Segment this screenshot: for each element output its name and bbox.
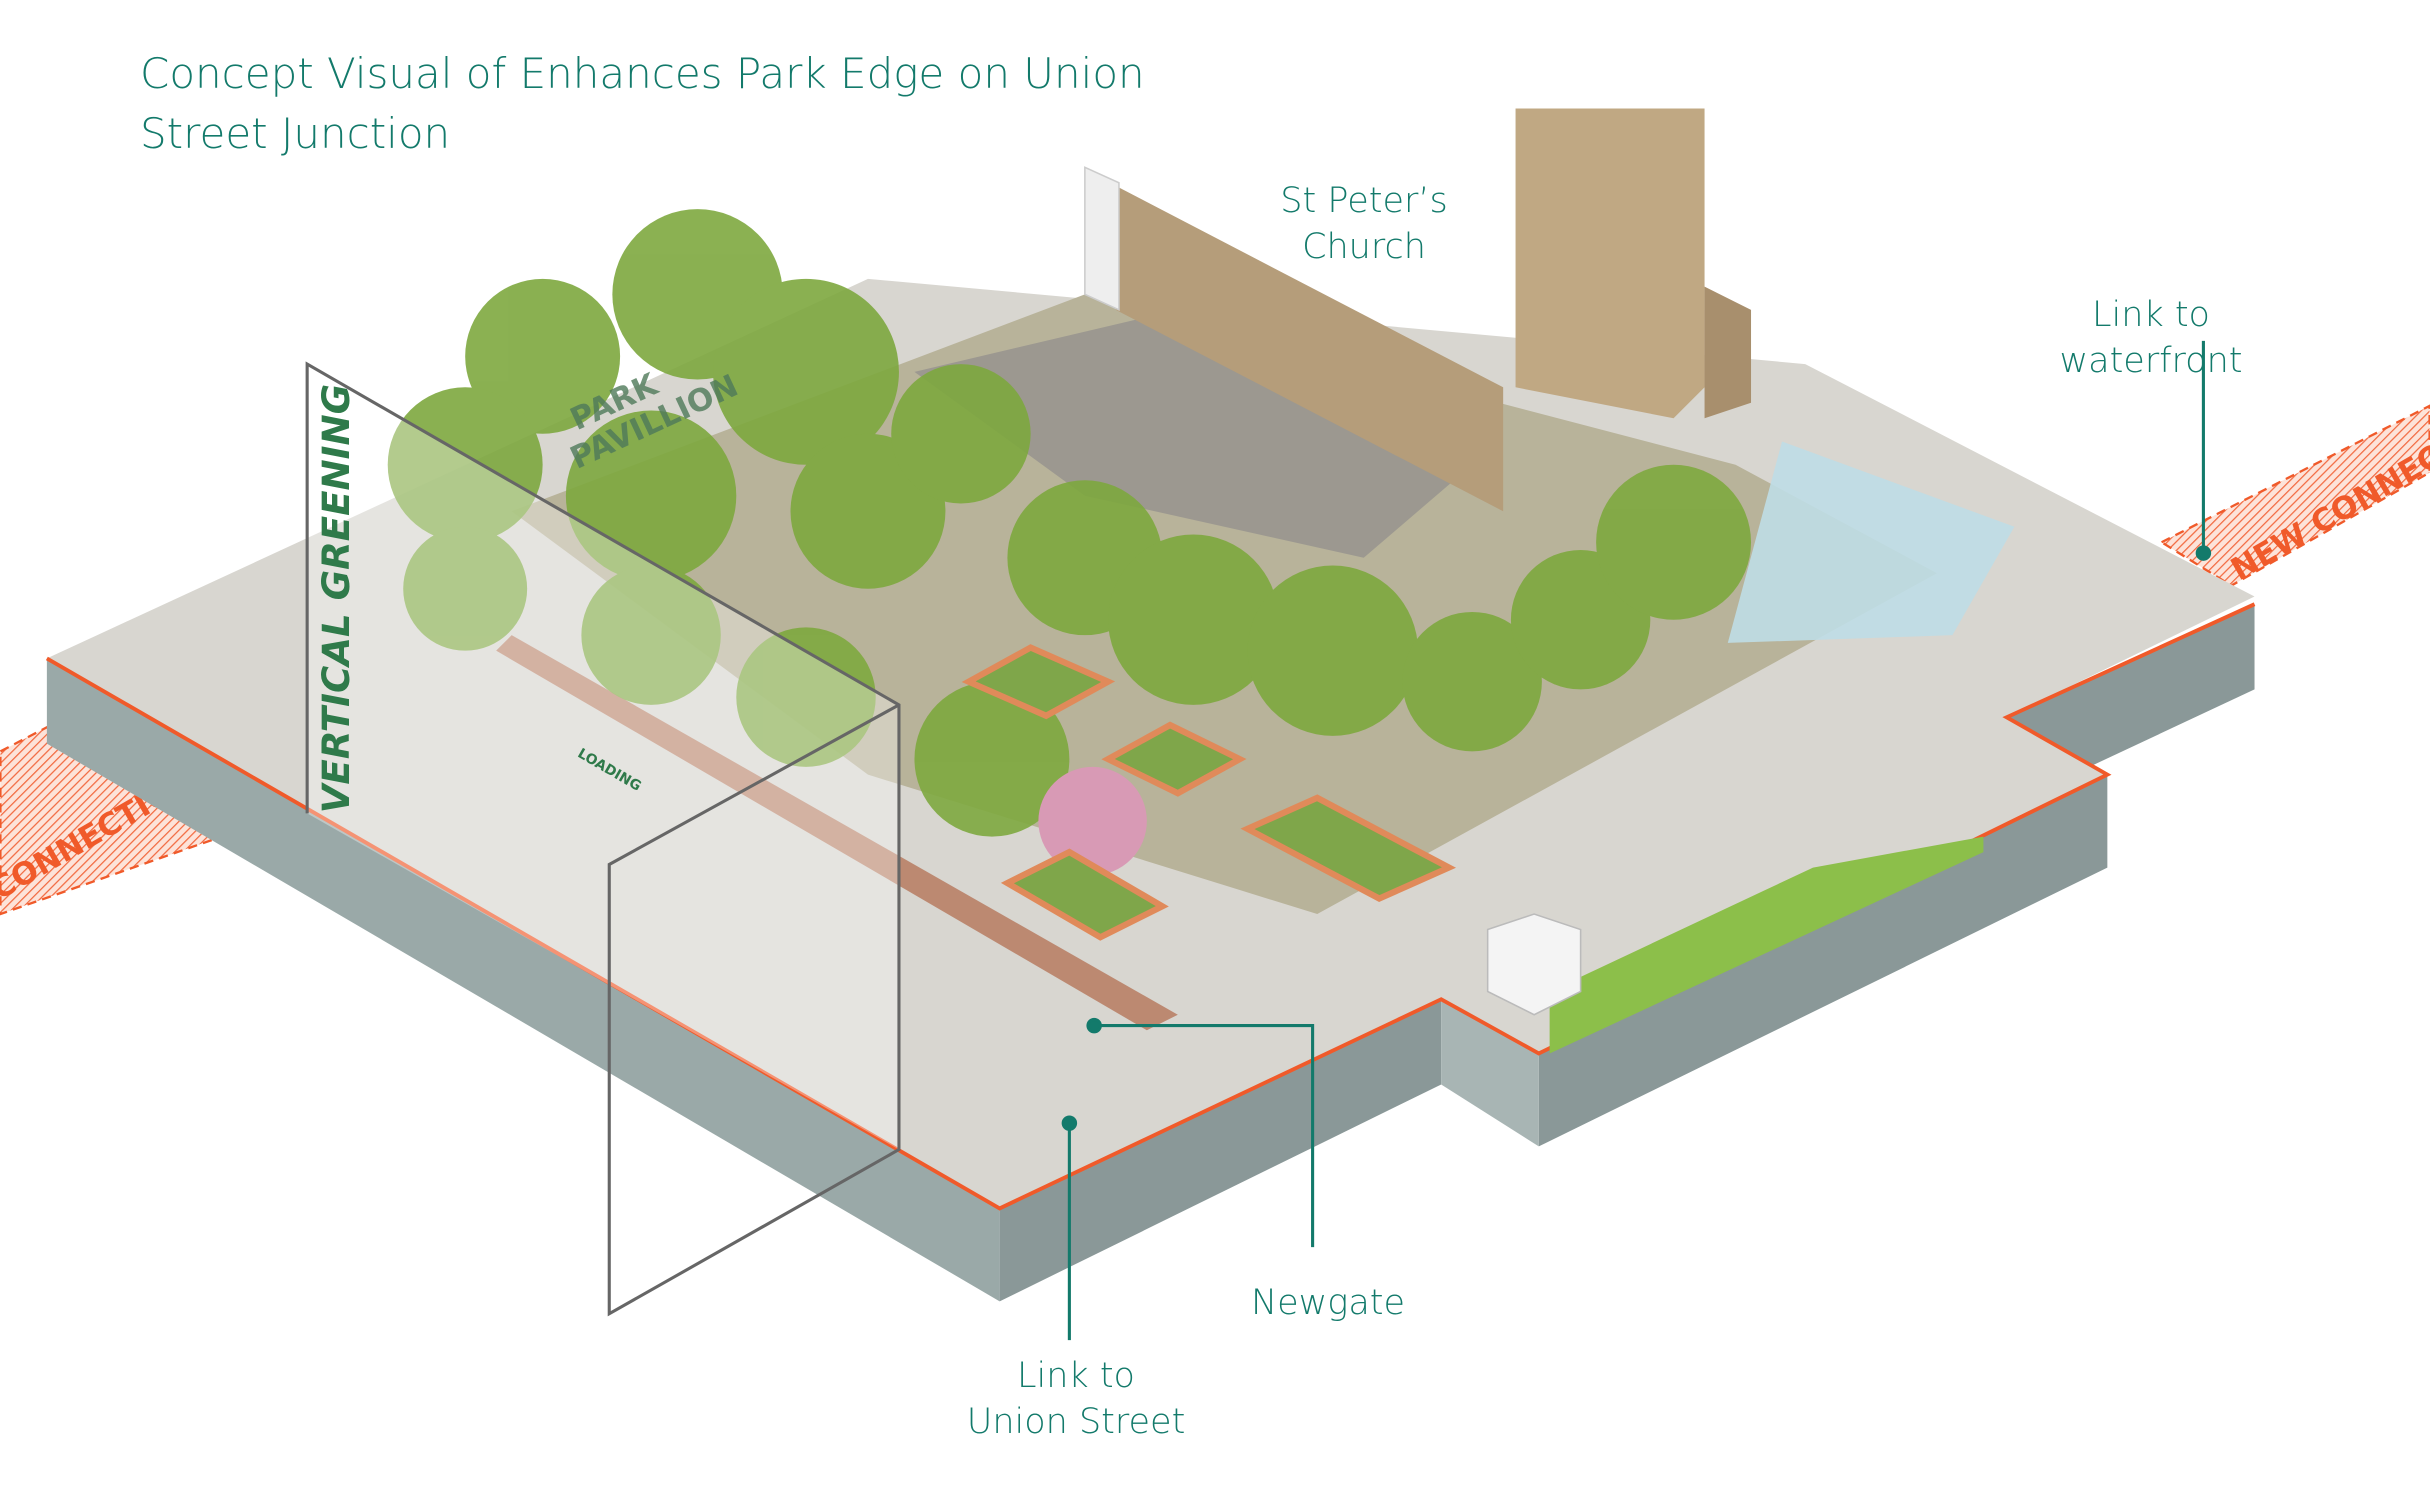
kiosk (1486, 913, 1582, 1016)
planters (961, 644, 1457, 941)
slab-side-step-end (1441, 999, 1539, 1147)
vertical-greening-text: VERTICAL GREENING (314, 384, 358, 813)
cycle-lane (496, 635, 1178, 1031)
slab-edge (45, 602, 2256, 1211)
vertical-greening-panel: VERTICAL GREENING PARK PAVILLION LOADING (305, 361, 901, 1317)
leader-lines (1061, 340, 2212, 1341)
slab-side-left (46, 658, 1000, 1302)
lawn (1549, 836, 1984, 1054)
st-peters-church (1084, 108, 1752, 512)
label-line: St Peter’s (1280, 181, 1448, 221)
slab-side-step (1538, 774, 2108, 1147)
page-title: Concept Visual of Enhances Park Edge on … (140, 49, 1145, 158)
label-st-peters-church: St Peter’s Church (1280, 178, 1447, 270)
label-link-to-waterfront: Link to waterfront (2059, 295, 2243, 381)
label-newgate: Newgate (1250, 1283, 1406, 1323)
label-link-to-union-street: Link to Union Street (967, 1353, 1186, 1445)
label-line: Union Street (966, 1402, 1186, 1442)
trees (387, 209, 1752, 837)
church-square (914, 309, 1473, 558)
water-feature (1727, 441, 2015, 643)
slab-side-front (999, 999, 1442, 1302)
label-line: Church (1302, 227, 1426, 267)
blossom-tree (1038, 766, 1147, 876)
label-line: Link to (1017, 1356, 1135, 1396)
